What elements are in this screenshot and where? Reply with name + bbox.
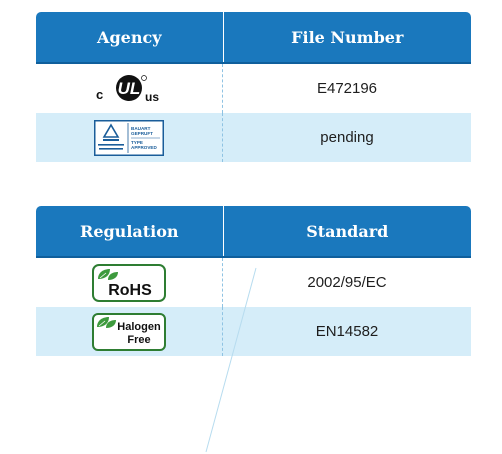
file-number-cell: pending [320, 129, 374, 146]
table-row: c UL us E472196 [36, 64, 471, 113]
regulation-logo-cell: Halogen Free [36, 307, 223, 356]
agency-logo-cell: c UL us [36, 64, 223, 113]
svg-text:Free: Free [127, 334, 150, 346]
standard-cell: 2002/95/EC [307, 274, 387, 291]
standard-header: Standard [306, 221, 389, 241]
svg-text:Halogen: Halogen [117, 321, 161, 333]
svg-text:us: us [145, 90, 159, 104]
halogen-free-leaf-icon: Halogen Free [92, 312, 166, 351]
standard-cell: EN14582 [315, 323, 379, 340]
file-number-header: File Number [291, 27, 404, 47]
table-row: BAUART GEPRUFT TYPE APPROVED pending [36, 113, 471, 162]
regulation-header: Regulation [36, 206, 224, 256]
svg-text:TYPE: TYPE [131, 140, 143, 145]
agency-table: Agency File Number c UL us E472196 [36, 12, 471, 162]
tuv-bauart-icon: BAUART GEPRUFT TYPE APPROVED [94, 119, 164, 156]
agency-logo-cell: BAUART GEPRUFT TYPE APPROVED [36, 113, 223, 162]
regulation-table-header: Regulation Standard [36, 206, 471, 258]
svg-text:GEPRUFT: GEPRUFT [131, 131, 153, 136]
agency-header: Agency [36, 12, 224, 62]
table-row: Halogen Free EN14582 [36, 307, 471, 356]
regulation-logo-cell: RoHS [36, 258, 223, 307]
svg-text:c: c [96, 87, 103, 102]
table-row: RoHS 2002/95/EC [36, 258, 471, 307]
file-number-cell: E472196 [316, 80, 378, 97]
svg-text:APPROVED: APPROVED [131, 145, 157, 150]
rohs-leaf-icon: RoHS [92, 263, 166, 302]
agency-table-header: Agency File Number [36, 12, 471, 64]
cULus-mark-icon: c UL us [96, 74, 159, 104]
svg-text:RoHS: RoHS [108, 282, 152, 299]
svg-text:UL: UL [118, 79, 141, 98]
regulation-table: Regulation Standard RoHS 2002/95/EC [36, 206, 471, 356]
svg-text:BAUART: BAUART [131, 126, 151, 131]
